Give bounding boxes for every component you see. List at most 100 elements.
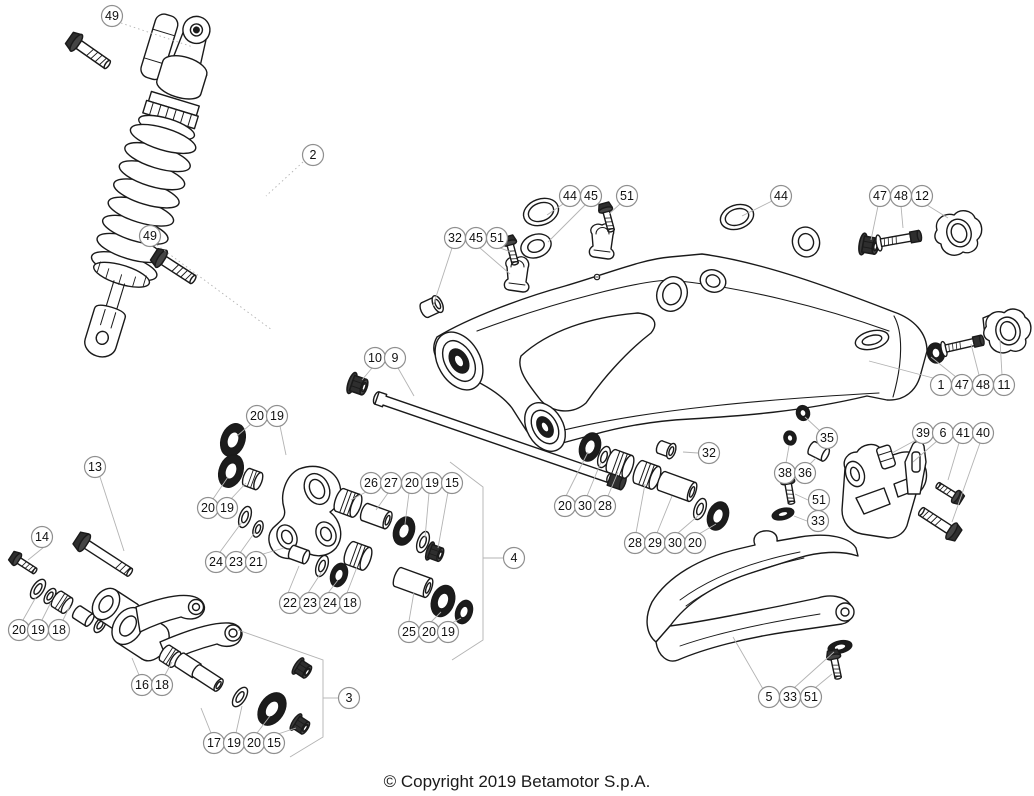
bearing-caps: [520, 197, 821, 259]
callout-number: 16: [135, 678, 149, 692]
callout-18: 18: [150, 661, 174, 697]
callout-number: 41: [956, 426, 970, 440]
link-bolt-long: [70, 528, 138, 583]
callout-21: 21: [244, 547, 285, 574]
callout-number: 39: [916, 426, 930, 440]
guide-bolt-41: [932, 478, 967, 507]
leader-line: [999, 339, 1003, 376]
link-nut-lower: [287, 711, 314, 739]
callout-circle: [799, 685, 823, 709]
callout-number: 23: [303, 596, 317, 610]
callout-29: 29: [643, 495, 673, 555]
callout-number: 6: [940, 426, 947, 440]
callout-number: 45: [469, 231, 483, 245]
callout-35: 35: [804, 416, 839, 450]
callout-49: 49: [138, 224, 273, 331]
callout-number: 25: [402, 625, 416, 639]
leader-line: [239, 531, 256, 554]
callout-23: 23: [224, 531, 256, 574]
leader-line: [279, 425, 287, 456]
callout-20: 20: [553, 451, 589, 518]
callout-number: 5: [766, 690, 773, 704]
callout-number: 21: [249, 555, 263, 569]
leader-line: [546, 203, 564, 216]
leader-line: [156, 244, 273, 331]
leader-line: [586, 461, 602, 497]
callout-circle: [593, 494, 617, 518]
callout-circle: [769, 184, 793, 208]
leader-line: [430, 611, 442, 623]
callout-circle: [615, 184, 639, 208]
leader-line: [41, 601, 52, 621]
callout-number: 24: [209, 555, 223, 569]
callout-circle: [485, 226, 509, 250]
shock-bolt-upper: [62, 29, 116, 75]
leader-line: [682, 451, 699, 454]
callout-10: 10: [361, 346, 387, 381]
callout-number: 10: [368, 351, 382, 365]
callout-number: 26: [364, 476, 378, 490]
callout-19: 19: [26, 601, 52, 642]
callout-number: 32: [448, 231, 462, 245]
callout-36: 36: [793, 457, 817, 485]
callout-number: 23: [229, 555, 243, 569]
callout-number: 45: [584, 189, 598, 203]
callout-circle: [992, 373, 1016, 397]
leader-line: [698, 523, 717, 535]
callout-circle: [215, 496, 239, 520]
linkage-knuckle-group: [213, 419, 477, 627]
leader-line: [677, 514, 700, 534]
leader-line: [200, 707, 212, 734]
callout-number: 2: [310, 148, 317, 162]
callout-28: 28: [623, 483, 647, 555]
callout-circle: [138, 224, 162, 248]
callout-number: 20: [422, 625, 436, 639]
small-nut-35: [795, 404, 811, 422]
callout-3: 3: [337, 686, 361, 710]
callout-number: 35: [820, 431, 834, 445]
leader-line: [804, 416, 821, 432]
leader-line: [951, 442, 981, 523]
leader-line: [891, 439, 917, 454]
callout-19: 19: [222, 705, 246, 755]
callout-circle: [100, 4, 124, 28]
callout-number: 48: [894, 189, 908, 203]
leader-line: [424, 492, 430, 539]
callout-26: 26: [350, 471, 383, 501]
callout-number: 19: [31, 623, 45, 637]
callout-19: 19: [420, 471, 444, 539]
leader-line: [565, 451, 589, 497]
swingarm-bearing-cluster: [574, 429, 734, 534]
callout-51: 51: [794, 488, 831, 512]
callout-5: 5: [732, 636, 781, 709]
callout-number: 33: [811, 514, 825, 528]
callout-44: 44: [741, 184, 793, 217]
leader-line: [608, 203, 621, 215]
bushing-32: [655, 440, 677, 460]
leader-line: [131, 657, 140, 676]
callout-51: 51: [799, 673, 833, 709]
leader-line: [870, 205, 879, 241]
callout-number: 19: [270, 409, 284, 423]
leader-line: [432, 247, 453, 307]
callout-number: 20: [688, 536, 702, 550]
leader-line: [793, 651, 835, 689]
swingarm-screw: [593, 273, 601, 281]
callout-number: 48: [976, 378, 990, 392]
callout-number: 1: [938, 378, 945, 392]
callout-number: 19: [441, 625, 455, 639]
callout-15: 15: [262, 727, 297, 755]
callout-48: 48: [889, 184, 913, 229]
callout-14: 14: [27, 525, 54, 561]
callout-number: 20: [250, 409, 264, 423]
leader-line: [437, 491, 449, 549]
leader-line: [479, 247, 511, 275]
callout-19: 19: [265, 404, 289, 456]
leader-line: [408, 591, 415, 622]
leader-line: [22, 596, 37, 621]
callout-4: 4: [502, 546, 526, 570]
leader-line: [900, 205, 904, 229]
callout-number: 29: [648, 536, 662, 550]
